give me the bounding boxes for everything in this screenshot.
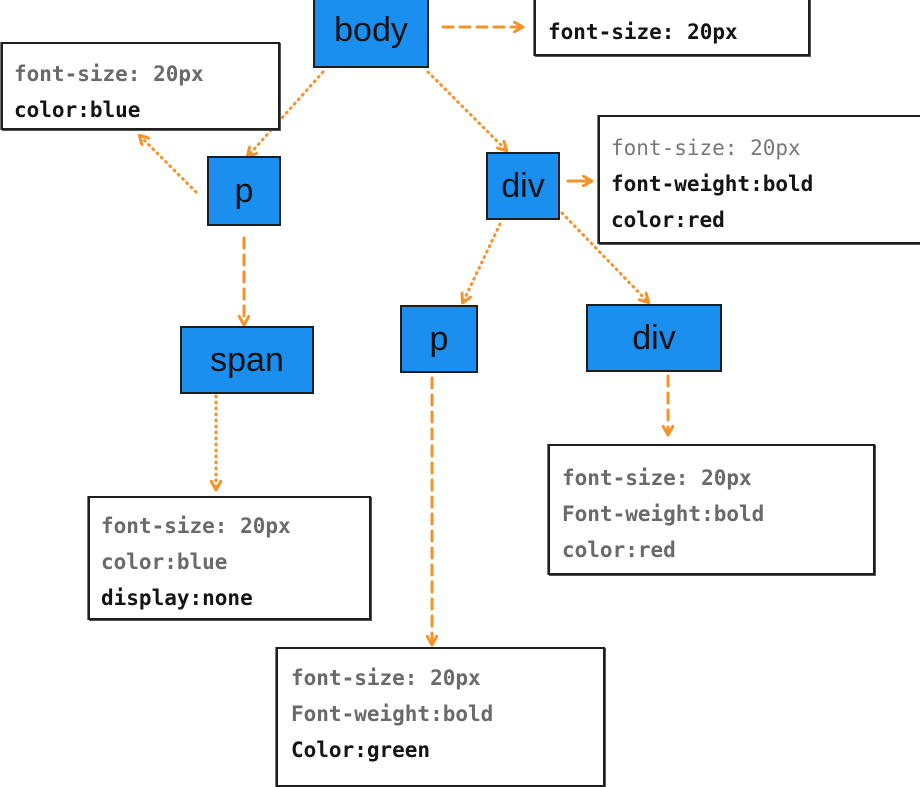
node-div: div: [486, 152, 560, 220]
style-line: font-size: 20px: [562, 466, 752, 490]
node-body: body: [313, 0, 429, 68]
style-box-body: font-size: 20px: [534, 0, 810, 56]
style-line: Font-weight:bold: [562, 502, 765, 526]
node-p: p: [207, 156, 281, 226]
style-line: color:red: [562, 538, 676, 562]
style-line: Font-weight:bold: [291, 702, 494, 726]
style-line: color:red: [611, 208, 725, 232]
arrow-p-style: [140, 136, 198, 194]
style-box-inner-div: font-size: 20px Font-weight:bold color:r…: [548, 444, 875, 575]
node-inner-div: div: [586, 304, 722, 372]
arrow-body-p: [248, 70, 325, 156]
style-box-p: font-size: 20px color:blue: [1, 42, 280, 130]
style-line: font-size: 20px: [14, 62, 204, 86]
arrow-div-p: [463, 222, 502, 302]
node-span: span: [180, 326, 314, 394]
style-line: display:none: [101, 586, 253, 610]
style-line: font-size: 20px: [611, 136, 801, 160]
node-inner-p: p: [400, 305, 478, 373]
style-box-span: font-size: 20px color:blue display:none: [88, 496, 371, 620]
style-line: font-size: 20px: [101, 514, 291, 538]
style-line: Color:green: [291, 738, 431, 762]
arrow-body-div: [426, 70, 506, 150]
style-line: font-size: 20px: [291, 666, 481, 690]
style-box-inner-p: font-size: 20px Font-weight:bold Color:g…: [276, 647, 605, 787]
arrow-div-div: [560, 211, 648, 302]
style-line: color:blue: [101, 550, 228, 574]
style-line: font-size: 20px: [548, 20, 738, 44]
style-line: font-weight:bold: [611, 172, 814, 196]
style-line: color:blue: [14, 98, 141, 122]
style-box-div: font-size: 20px font-weight:bold color:r…: [598, 115, 920, 244]
